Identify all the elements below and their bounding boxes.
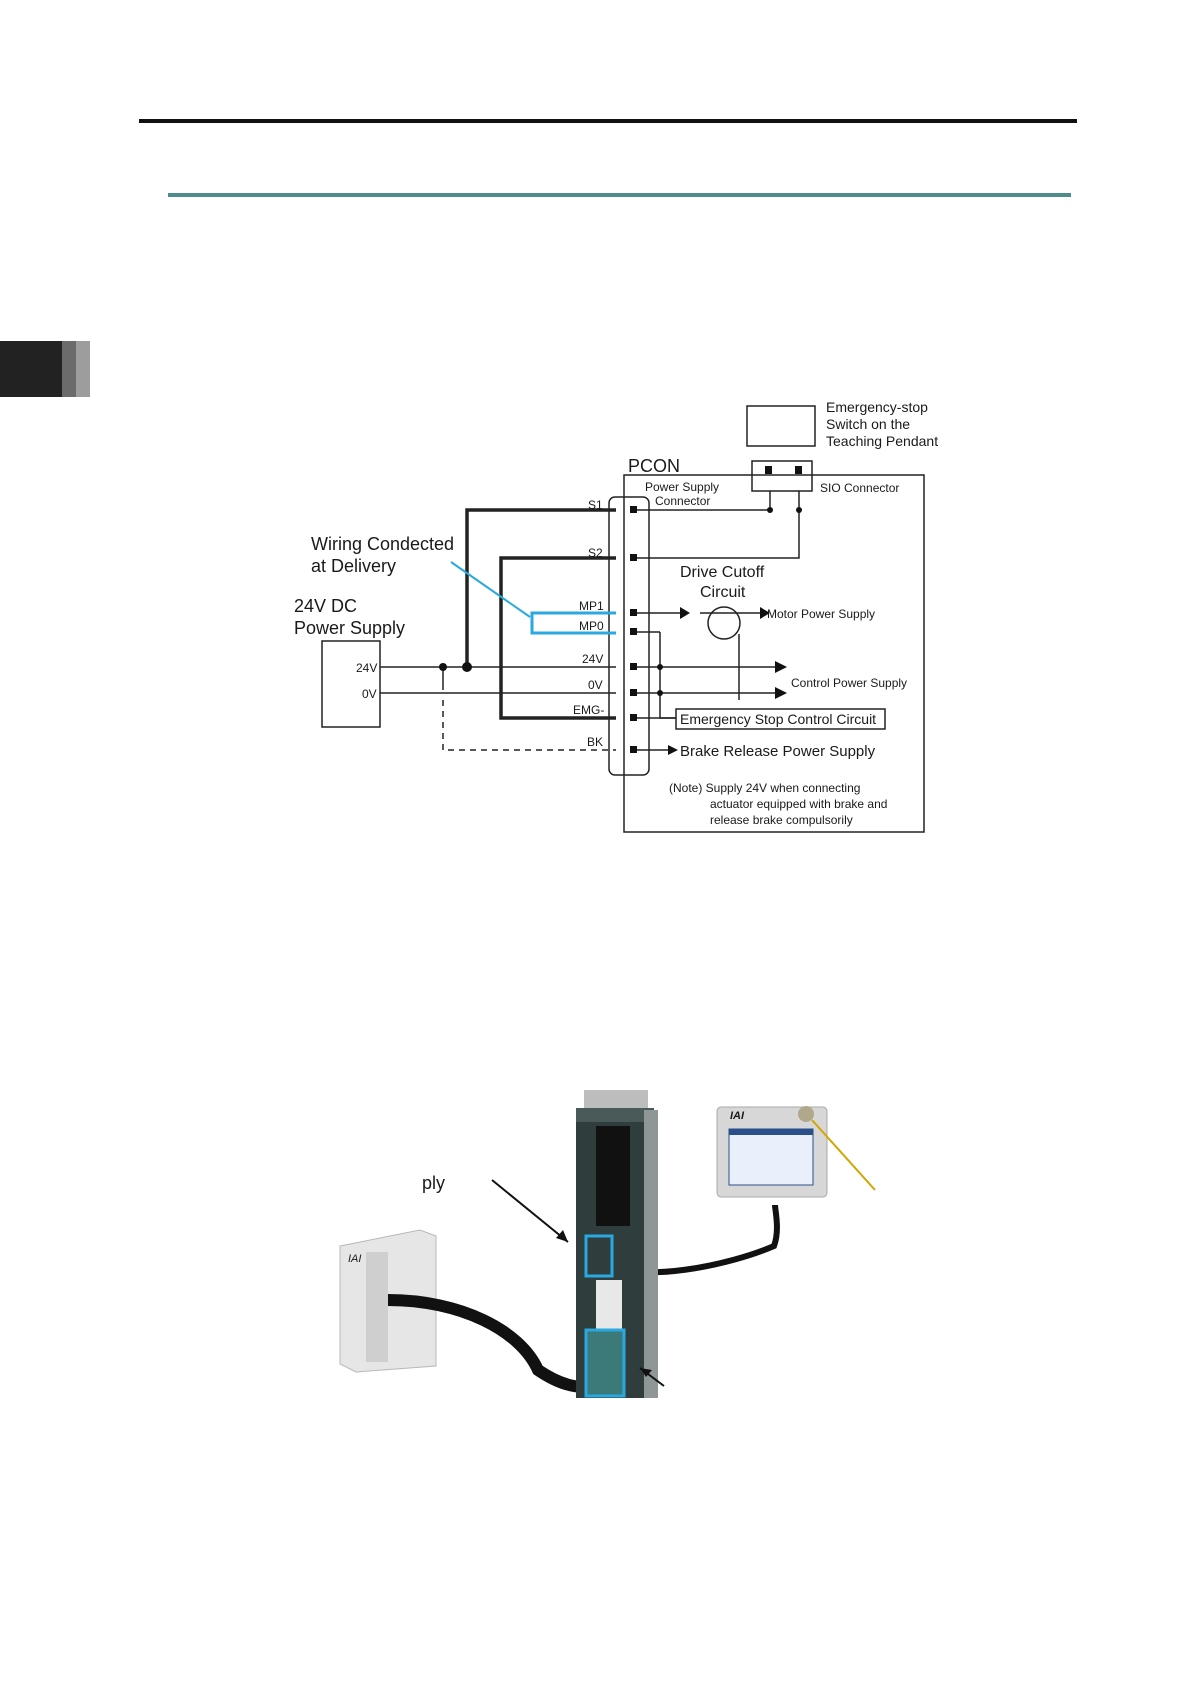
motor-power-label: Motor Power Supply	[767, 607, 875, 621]
power-supply-label-2: Power Supply	[294, 618, 405, 638]
emergency-switch-label-2: Switch on the	[826, 416, 910, 432]
emergency-switch-label-3: Teaching Pendant	[826, 433, 938, 449]
pcon-controller	[576, 1090, 658, 1398]
delivery-wiring-label-2: at Delivery	[311, 556, 396, 576]
chapter-tab	[0, 341, 90, 397]
supply-terminal-24v: 24V	[356, 661, 377, 675]
pin-0v: 0V	[588, 678, 603, 692]
junction-dots	[439, 466, 802, 755]
psu-brand: IAI	[348, 1253, 361, 1265]
pin-s2: S2	[588, 546, 603, 560]
teaching-pendant: IAI	[716, 1106, 828, 1198]
pin-24v: 24V	[582, 652, 603, 666]
section-rule	[168, 193, 1071, 197]
note-line-3: release brake compulsorily	[710, 813, 853, 827]
controller-label: PCON	[628, 456, 680, 476]
control-power-label: Control Power Supply	[791, 676, 907, 690]
emergency-switch-label-1: Emergency-stop	[826, 399, 928, 415]
power-port-highlight	[584, 1328, 626, 1398]
header-rule	[139, 119, 1077, 123]
drive-cutoff-label-1: Drive Cutoff	[680, 564, 765, 581]
note-line-1: (Note) Supply 24V when connecting	[669, 781, 860, 795]
pin-mp0: MP0	[579, 619, 604, 633]
pendant-brand: IAI	[730, 1110, 745, 1122]
supply-terminal-0v: 0V	[362, 687, 377, 701]
sio-connector-label: SIO Connector	[820, 481, 899, 495]
power-connector-label-1: Power Supply	[645, 480, 719, 494]
photo-illustration: ply IAI IAI	[339, 1090, 876, 1398]
emg-circuit-label: Emergency Stop Control Circuit	[680, 711, 876, 727]
brake-release-label: Brake Release Power Supply	[680, 743, 876, 760]
note-line-2: actuator equipped with brake and	[710, 797, 887, 811]
sio-port-highlight	[584, 1234, 614, 1278]
pin-bk: BK	[587, 735, 603, 749]
pin-mp1: MP1	[579, 599, 604, 613]
delivery-jumper	[530, 611, 616, 635]
diagram-lines	[321, 405, 925, 833]
pin-s1: S1	[588, 498, 603, 512]
delivery-wiring-label-1: Wiring Condected	[311, 534, 454, 554]
drive-cutoff-label-2: Circuit	[700, 584, 746, 601]
pin-emg: EMG-	[573, 703, 604, 717]
power-connector-label-2: Connector	[655, 494, 710, 508]
partial-label: ply	[422, 1173, 445, 1193]
power-supply-label-1: 24V DC	[294, 596, 357, 616]
